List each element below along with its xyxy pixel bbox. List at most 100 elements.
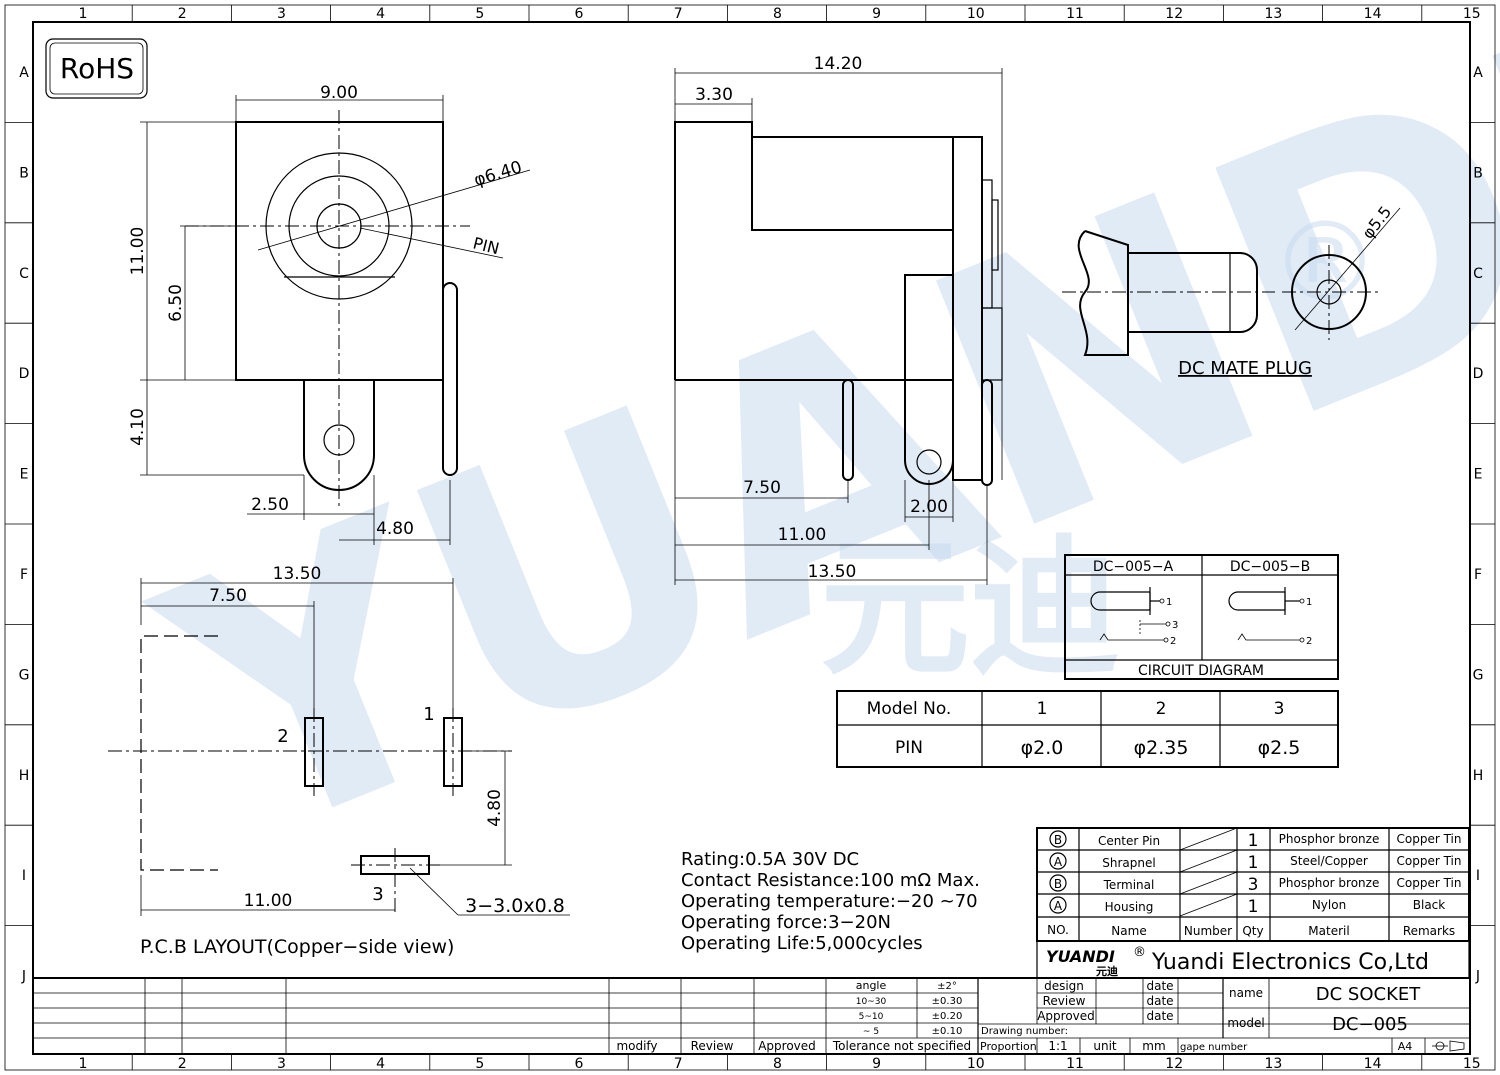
column-label-top: 12	[1165, 6, 1183, 22]
part-material: Steel/Copper	[1290, 854, 1368, 868]
column-label-top: 4	[376, 6, 385, 22]
bom-header-number: Number	[1184, 924, 1232, 938]
circuit-caption: CIRCUIT DIAGRAM	[1138, 663, 1264, 679]
bom-header-no: NO.	[1047, 923, 1069, 937]
column-label-top: 14	[1364, 6, 1382, 22]
pcb-layout: 13.50 7.50 2 1 3 4.80 11.00 3−3.0x0.8 P.…	[108, 564, 570, 958]
row-label-left: G	[19, 667, 30, 683]
tolerance-value: ±2°	[937, 981, 957, 992]
projection-symbol-icon	[1432, 1040, 1465, 1052]
model-header-0: Model No.	[867, 699, 952, 719]
row-label-right: A	[1473, 65, 1483, 81]
tb-approved: Approved	[1037, 1009, 1095, 1023]
dim-center: 6.50	[166, 284, 186, 322]
row-label-left: I	[22, 868, 26, 884]
part-mark: B	[1054, 833, 1062, 847]
circuit-col-a: DC−005−A	[1093, 559, 1174, 575]
dim-offset-a: 2.50	[251, 495, 289, 515]
part-mark: A	[1054, 855, 1063, 869]
part-remark: Black	[1413, 898, 1446, 912]
tb-review: Review	[1043, 994, 1086, 1008]
svg-text:3: 3	[1172, 620, 1178, 631]
svg-text:2: 2	[1306, 636, 1312, 647]
column-label-bottom: 10	[967, 1056, 985, 1072]
part-mark-circle	[1049, 896, 1067, 914]
tb-unit: unit	[1093, 1039, 1117, 1053]
row-label-left: E	[20, 467, 29, 483]
row-label-right: I	[1476, 868, 1480, 884]
rohs-badge: RoHS	[45, 38, 148, 99]
column-label-top: 8	[773, 6, 782, 22]
circuit-col-b: DC−005−B	[1230, 559, 1310, 575]
model-header-2: 2	[1156, 699, 1167, 719]
part-material: Phosphor bronze	[1279, 832, 1380, 846]
model-row-0: PIN	[895, 738, 923, 758]
column-labels: 1122334455667788991010111112121313141415…	[79, 6, 1481, 1072]
dim-pin-b: 11.00	[778, 525, 827, 545]
dim-width: 9.00	[320, 83, 358, 103]
column-label-top: 7	[674, 6, 683, 22]
row-label-left: J	[21, 969, 26, 985]
circuit-diagram: DC−005−A DC−005−B CIRCUIT DIAGRAM 1 3 2 …	[1064, 554, 1339, 680]
spec-rating: Rating:0.5A 30V DC	[681, 849, 859, 870]
column-label-bottom: 15	[1463, 1056, 1481, 1072]
bom-header-material: Materil	[1308, 924, 1349, 938]
part-qty: 1	[1248, 897, 1259, 917]
part-mark-circle	[1049, 852, 1067, 870]
column-label-bottom: 4	[376, 1056, 385, 1072]
part-remark: Copper Tin	[1397, 832, 1462, 846]
part-qty: 1	[1248, 853, 1259, 873]
pcb-dim-x2: 11.00	[244, 891, 293, 911]
row-label-left: D	[19, 366, 30, 382]
pcb-caption: P.C.B LAYOUT(Copper−side view)	[140, 936, 454, 958]
bom-header-remarks: Remarks	[1403, 924, 1455, 938]
part-name: Center Pin	[1098, 834, 1160, 848]
part-mark: A	[1054, 899, 1063, 913]
tolerance-range: 10~30	[856, 997, 887, 1007]
tolerance-range: 5~10	[859, 1012, 884, 1022]
tolerance-range: angle	[856, 979, 887, 992]
spec-force: Operating force:3−20N	[681, 912, 891, 933]
column-label-bottom: 7	[674, 1056, 683, 1072]
tolerance-value: ±0.20	[932, 1011, 963, 1022]
column-label-bottom: 6	[575, 1056, 584, 1072]
column-label-bottom: 13	[1264, 1056, 1282, 1072]
column-label-top: 1	[79, 6, 88, 22]
column-label-top: 11	[1066, 6, 1084, 22]
plug-label: DC MATE PLUG	[1178, 358, 1312, 379]
column-label-bottom: 11	[1066, 1056, 1084, 1072]
column-label-top: 6	[575, 6, 584, 22]
row-label-left: B	[19, 165, 29, 181]
row-label-left: C	[19, 266, 29, 282]
spec-temperature: Operating temperature:−20 ~70	[681, 891, 978, 912]
tb-design: design	[1044, 979, 1084, 993]
pcb-dim-y: 4.80	[485, 789, 505, 827]
column-label-top: 5	[475, 6, 484, 22]
part-name: Shrapnel	[1102, 856, 1155, 870]
pcb-pad-2: 2	[277, 726, 288, 747]
tb-date-3: date	[1146, 1009, 1173, 1023]
tb-model-value: DC−005	[1332, 1014, 1408, 1035]
svg-text:1: 1	[1306, 597, 1312, 608]
column-label-top: 2	[178, 6, 187, 22]
dim-head: 3.30	[695, 85, 733, 105]
column-label-top: 15	[1463, 6, 1481, 22]
row-label-right: J	[1475, 969, 1480, 985]
tolerance-value: ±0.30	[932, 996, 963, 1007]
model-row-1: φ2.0	[1021, 737, 1064, 759]
pcb-pad-3: 3	[372, 884, 383, 905]
column-label-bottom: 3	[277, 1056, 286, 1072]
company-name: Yuandi Electronics Co,Ltd	[1151, 950, 1429, 975]
row-label-left: H	[19, 768, 30, 784]
dim-height: 11.00	[128, 227, 148, 276]
tb-name-label: name	[1229, 986, 1263, 1000]
watermark-cn: 元迪	[820, 522, 1120, 696]
row-label-right: H	[1473, 768, 1484, 784]
row-label-right: D	[1473, 366, 1484, 382]
company-block: YUANDI ® 元迪 Yuandi Electronics Co,Ltd	[1036, 940, 1470, 979]
